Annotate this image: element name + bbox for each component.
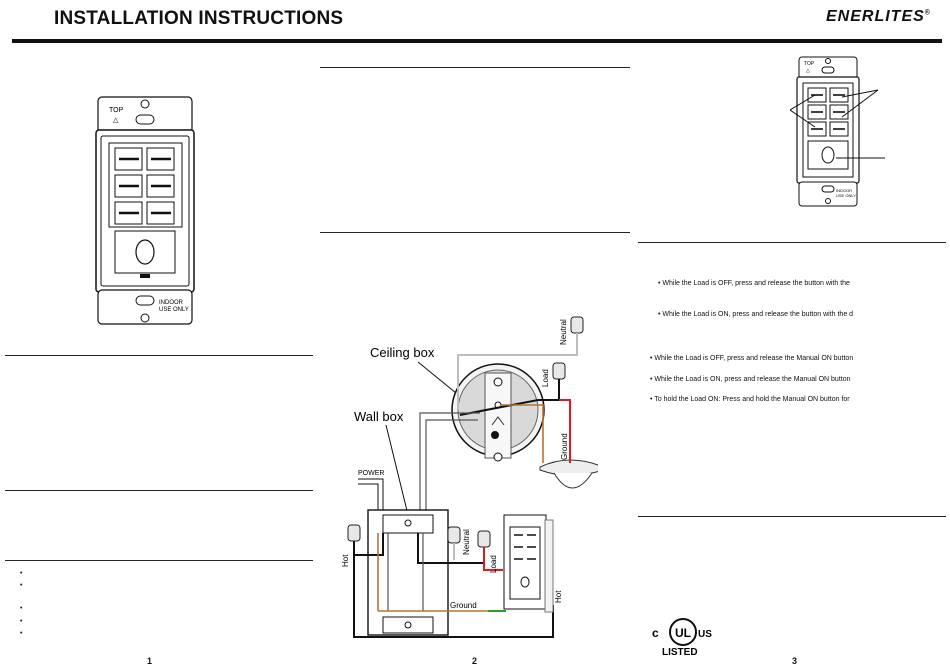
wall-box-label: Wall box (354, 409, 404, 424)
registered-mark: ® (924, 9, 931, 17)
ul-mark-text: UL (675, 626, 691, 640)
page-number-2: 2 (472, 656, 478, 666)
load-label-box: Load (489, 555, 498, 573)
ground-label-right: Ground (560, 433, 569, 460)
page-number-1: 1 (147, 656, 153, 666)
device-front-drawing: TOP △ INDOOR USE ONLY (95, 96, 195, 325)
section-rule (638, 242, 946, 243)
device-callout-drawing: TOP △ INDOOR USE ONLY (790, 56, 885, 207)
use-only-label-small: USE ONLY (836, 193, 856, 198)
operation-line: • To hold the Load ON: Press and hold th… (650, 396, 850, 403)
operation-line: • While the Load is OFF, press and relea… (650, 355, 854, 362)
power-label: POWER (358, 470, 384, 477)
indoor-label-small: INDOOR (836, 188, 852, 193)
operation-line: • While the Load is ON, press and releas… (650, 376, 851, 383)
operation-line: • While the Load is ON, press and releas… (658, 311, 854, 318)
ul-listed-mark: UL c US LISTED (652, 618, 712, 658)
bullet: • (20, 582, 23, 589)
page-number-3: 3 (792, 656, 798, 666)
section-rule (5, 490, 313, 491)
section-rule (320, 232, 630, 233)
hot-label-right: Hot (554, 590, 563, 603)
section-rule (5, 355, 313, 356)
use-only-label: USE ONLY (159, 307, 189, 313)
load-label-top: Load (541, 369, 550, 387)
top-arrow-small: △ (806, 68, 810, 74)
section-rule (5, 560, 313, 561)
indoor-label: INDOOR (159, 300, 184, 306)
header-rule (12, 39, 942, 43)
ceiling-box-label: Ceiling box (370, 345, 435, 360)
ul-c-text: c (652, 626, 659, 640)
top-label-small: TOP (804, 61, 815, 67)
wiring-diagram: Ceiling box Wall box Neutral Load Ground… (341, 316, 598, 638)
ground-label-bottom: Ground (450, 601, 477, 610)
operation-line: • While the Load is OFF, press and relea… (658, 280, 850, 287)
ul-us-text: US (698, 629, 712, 640)
top-label: TOP (109, 107, 124, 114)
bullet: • (20, 570, 23, 577)
top-arrow: △ (113, 116, 119, 124)
document-title: INSTALLATION INSTRUCTIONS (54, 8, 344, 29)
ul-listed-text: LISTED (662, 647, 698, 658)
section-rule (320, 67, 630, 68)
hot-label-left: Hot (341, 554, 350, 567)
section-rule (638, 516, 946, 517)
brand-logo: ENERLITES® (826, 8, 931, 26)
neutral-label-top: Neutral (559, 319, 568, 345)
neutral-label-box: Neutral (462, 529, 471, 555)
bullet: • (20, 605, 23, 612)
bullet: • (20, 618, 23, 625)
bullet: • (20, 630, 23, 637)
brand-name: ENERLITES (826, 8, 925, 25)
